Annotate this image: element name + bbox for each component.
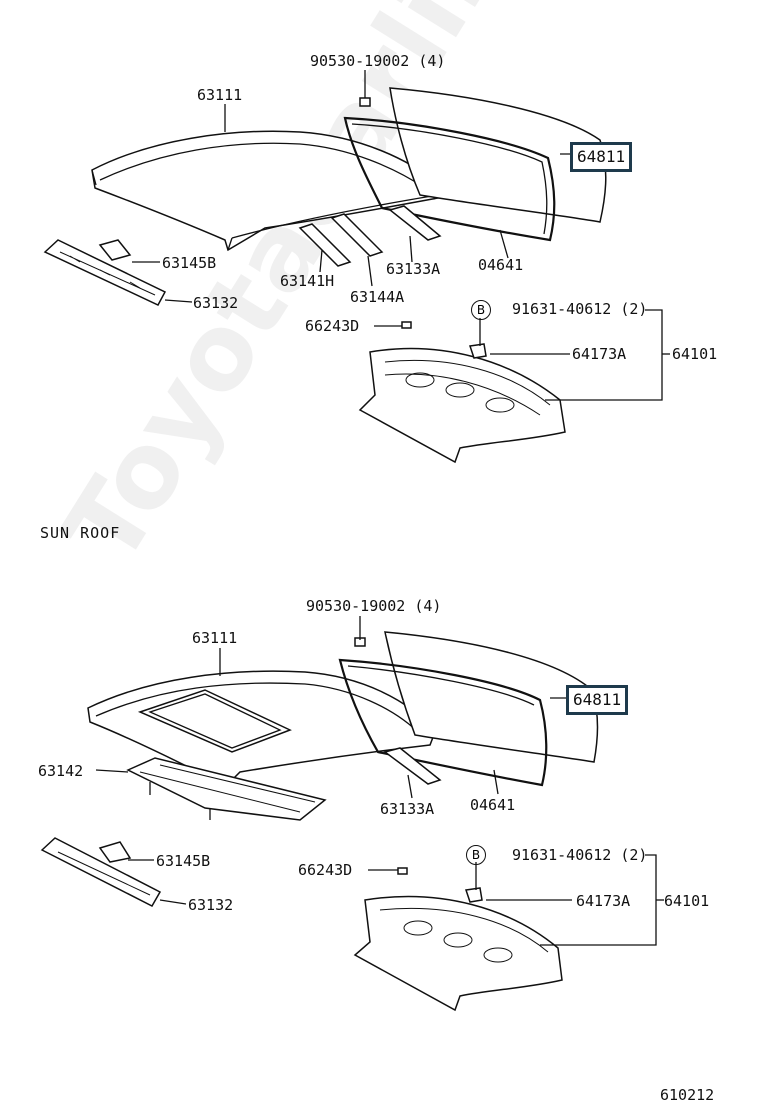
label-reinforcement-b-bottom: 63145B	[156, 852, 211, 870]
label-rail-h-top: 63141H	[280, 272, 335, 290]
label-screw-bottom: 91631-40612 (2)	[512, 846, 648, 864]
label-back-window-glass-bottom[interactable]: 64811	[566, 685, 629, 715]
label-clip-top: 66243D	[305, 317, 360, 335]
back-glass-drawing-bottom	[338, 631, 599, 787]
label-reinforcement-a-top: 63145B	[162, 254, 217, 272]
roof-rails-drawing-top	[298, 205, 442, 267]
section-title-sun-roof: SUN ROOF	[40, 524, 121, 542]
label-screw-top: 91631-40612 (2)	[512, 300, 648, 318]
package-tray-drawing-bottom	[353, 867, 563, 1012]
label-weatherstrip-bottom: 04641	[470, 796, 516, 814]
label-weatherstrip-top: 04641	[478, 256, 524, 274]
diagram-code: 610212	[660, 1086, 715, 1104]
label-roof-panel-top: 63111	[197, 86, 243, 104]
label-rail-133a-bottom: 63133A	[380, 800, 435, 818]
leader-lines-top	[132, 70, 670, 401]
label-clip-bottom: 66243D	[298, 861, 353, 879]
label-bracket-top: 64173A	[572, 345, 627, 363]
label-sunroof-reinforcement: 63142	[38, 762, 84, 780]
label-rail-133a-top: 63133A	[386, 260, 441, 278]
label-package-tray-bottom: 64101	[664, 892, 710, 910]
front-header-drawing-bottom	[40, 837, 162, 907]
front-header-drawing-top	[43, 239, 167, 306]
label-package-tray-top: 64101	[672, 345, 718, 363]
label-bolt-top: 90530-19002 (4)	[310, 52, 446, 70]
back-glass-drawing-top	[343, 87, 607, 242]
label-bolt-bottom: 90530-19002 (4)	[306, 597, 442, 615]
label-front-header-top: 63132	[193, 294, 239, 312]
bolt-b-marker-top: B	[471, 300, 491, 320]
rail-drawing-bottom	[383, 747, 442, 785]
label-front-header-bottom: 63132	[188, 896, 234, 914]
label-back-window-glass-top[interactable]: 64811	[570, 142, 633, 172]
roof-panel-drawing-top	[91, 130, 441, 252]
bolt-b-marker-bottom: B	[466, 845, 486, 865]
label-rail-a-top: 63144A	[350, 288, 405, 306]
label-roof-panel-bottom: 63111	[192, 629, 238, 647]
label-bracket-bottom: 64173A	[576, 892, 631, 910]
package-tray-drawing-top	[358, 321, 566, 464]
leader-lines-bottom	[95, 616, 664, 946]
sunroof-reinforcement-drawing	[126, 757, 327, 821]
